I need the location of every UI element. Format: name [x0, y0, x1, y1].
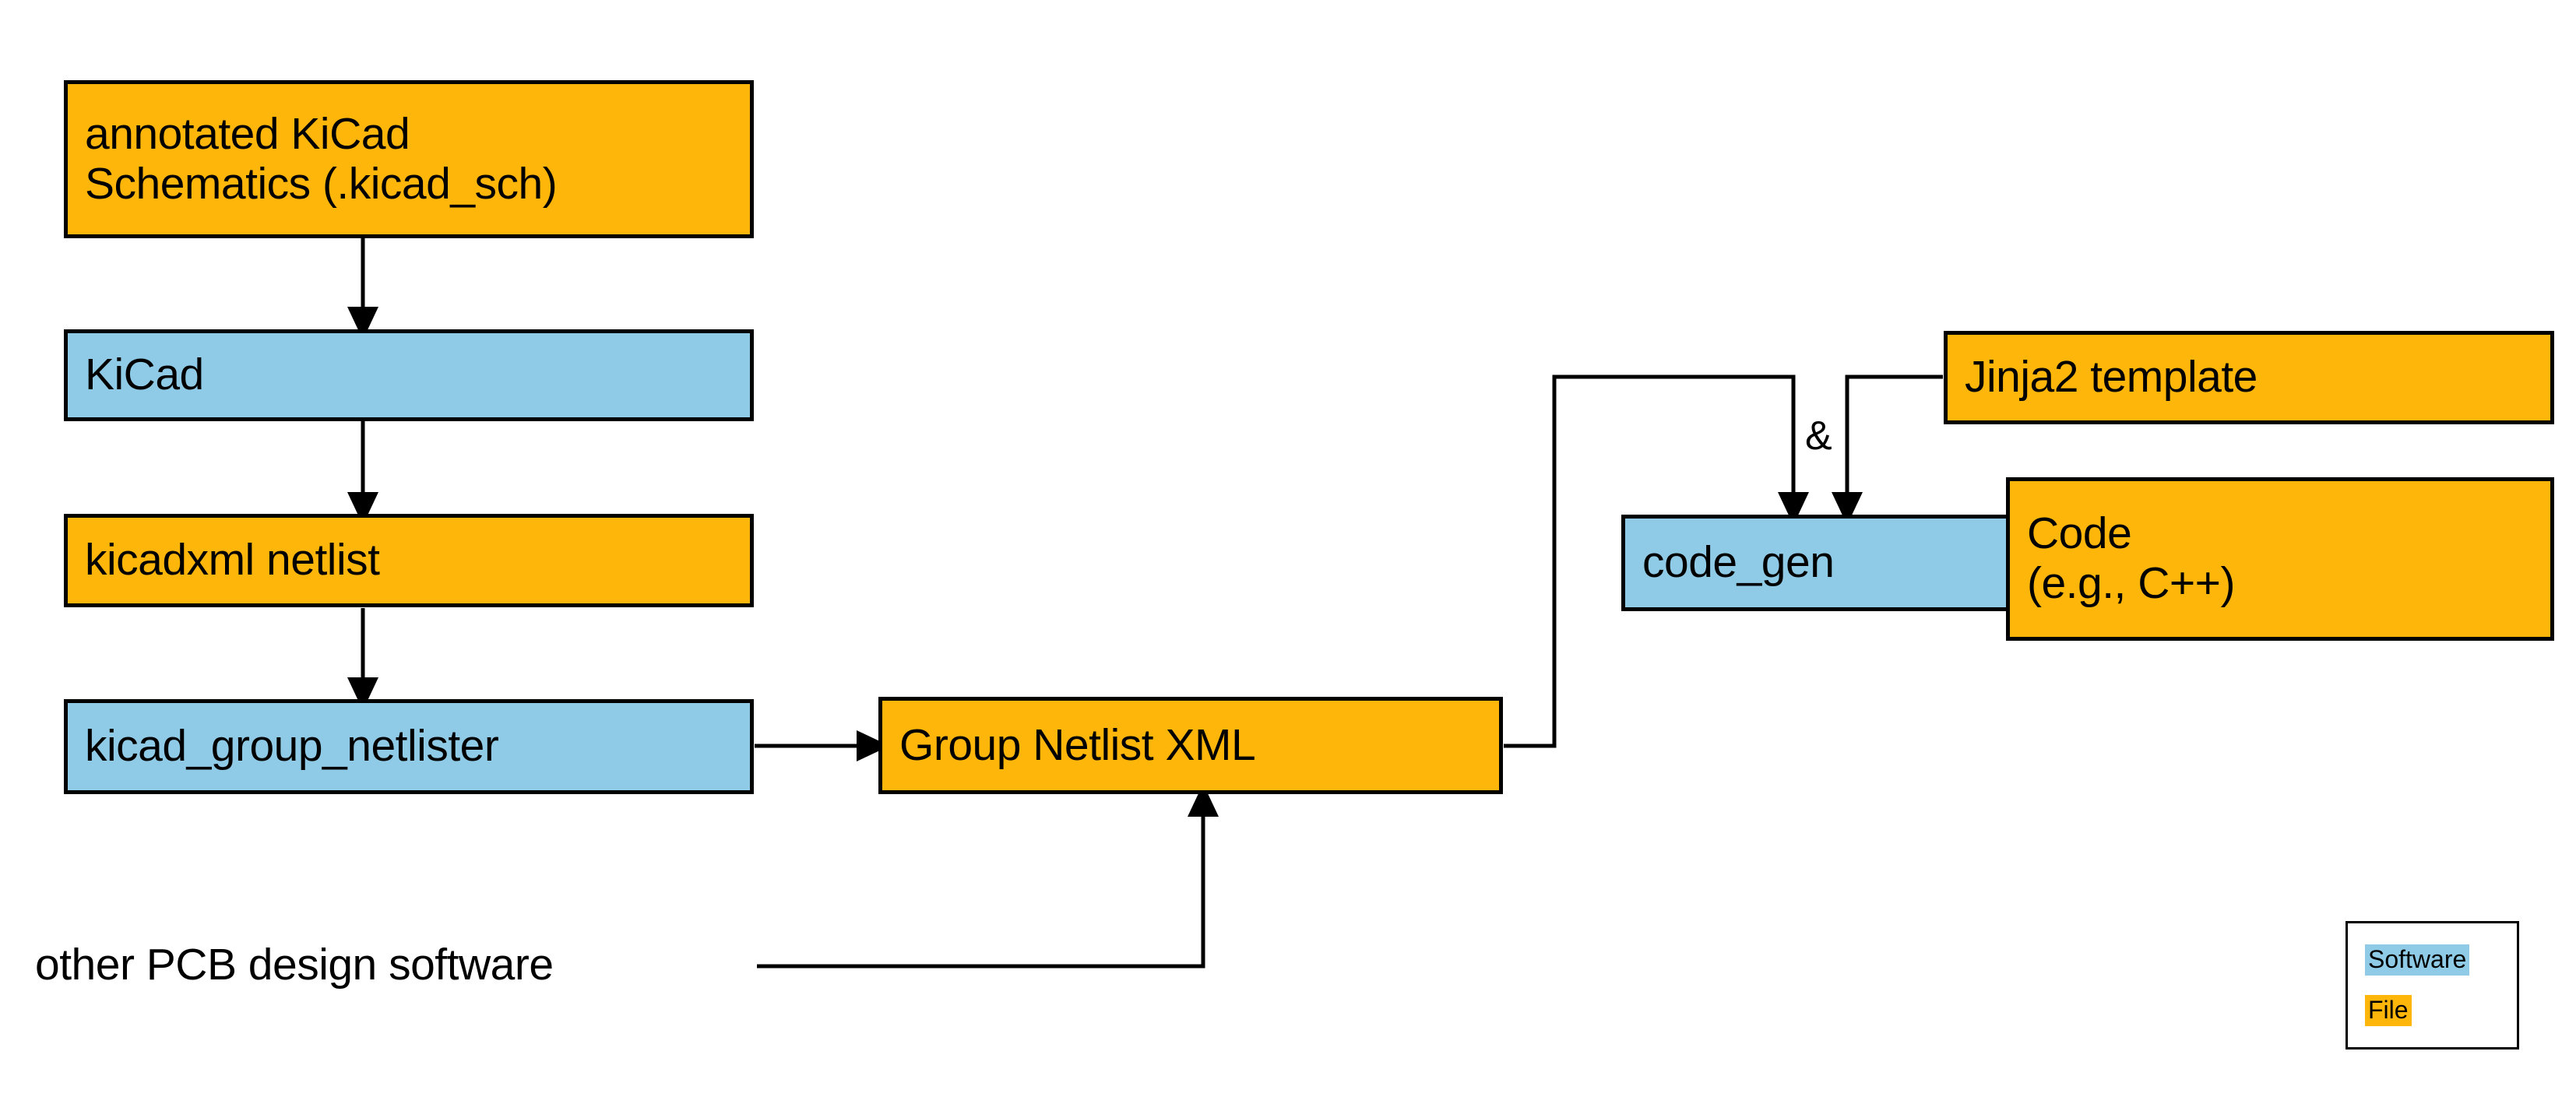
node-annotated-schematics[interactable]: annotated KiCad Schematics (.kicad_sch): [64, 80, 754, 238]
node-jinja2-template[interactable]: Jinja2 template: [1944, 331, 2554, 424]
node-label: kicad_group_netlister: [85, 721, 499, 772]
node-label: code_gen: [1642, 537, 1835, 588]
node-label: annotated KiCad Schematics (.kicad_sch): [85, 108, 558, 209]
node-kicad[interactable]: KiCad: [64, 329, 754, 421]
node-label: Code (e.g., C++): [2027, 508, 2235, 608]
legend: Software File: [2345, 921, 2519, 1050]
node-kicad-group-netlister[interactable]: kicad_group_netlister: [64, 699, 754, 794]
node-label: KiCad: [85, 350, 204, 400]
node-label: Group Netlist XML: [899, 719, 1256, 770]
label-other-pcb-design-software: other PCB design software: [35, 940, 554, 990]
node-code-output[interactable]: Code (e.g., C++): [2006, 477, 2554, 641]
legend-item-software: Software: [2365, 944, 2470, 976]
legend-item-file: File: [2365, 995, 2412, 1027]
node-group-netlist-xml[interactable]: Group Netlist XML: [878, 697, 1503, 794]
node-kicadxml-netlist[interactable]: kicadxml netlist: [64, 514, 754, 607]
edge-jinja2-to-code-gen: [1832, 374, 1943, 526]
node-label: Jinja2 template: [1965, 352, 2258, 403]
node-label: kicadxml netlist: [85, 535, 380, 585]
edge-label-and: &: [1805, 413, 1832, 459]
edge-other-pcb-to-group-xml: [757, 783, 1219, 969]
node-code-gen[interactable]: code_gen: [1621, 515, 2021, 611]
